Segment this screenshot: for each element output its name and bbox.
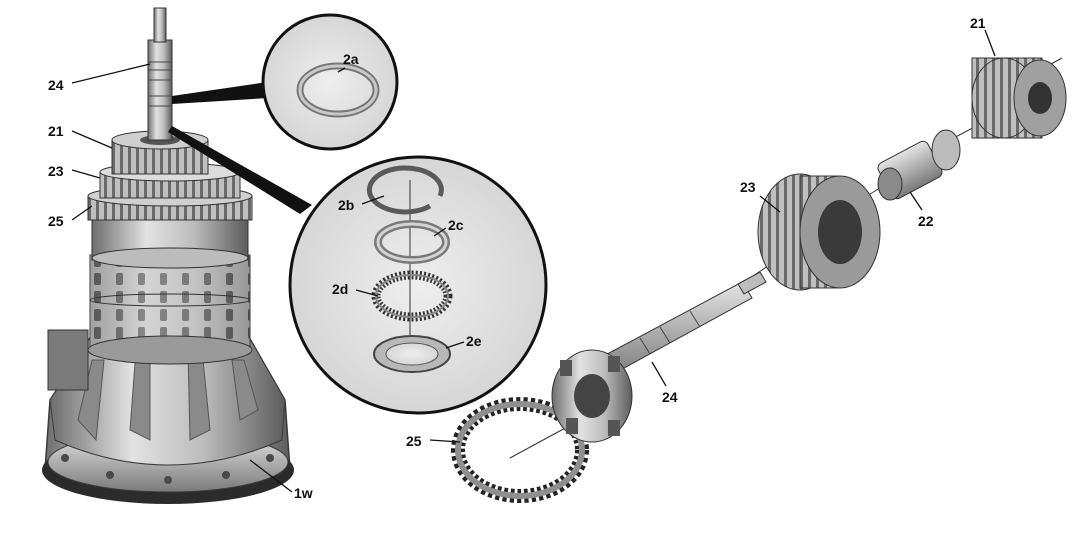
label-25-right: 25 (406, 433, 422, 449)
label-21-left: 21 (48, 123, 64, 139)
label-2a: 2a (343, 51, 359, 67)
callout-circle-2b-2e (288, 155, 548, 415)
valve-body (47, 329, 89, 391)
label-23-left: 23 (48, 163, 64, 179)
part-labels: 24 21 23 25 1w 2a 2b 2c 2d 2e 21 23 22 2… (48, 15, 986, 501)
label-1w: 1w (294, 485, 313, 501)
shaft-24-exploded (551, 271, 767, 443)
sun-gear-22 (877, 129, 961, 201)
shaft-24-assembled (147, 39, 173, 141)
leader-lines (71, 29, 996, 493)
label-2c: 2c (448, 217, 464, 233)
label-23-right: 23 (740, 179, 756, 195)
planetary-set-23 (757, 173, 881, 291)
housing-bolts (61, 454, 274, 484)
left-transmission-assembly (42, 7, 294, 504)
housing-ribs (77, 349, 259, 442)
label-2e: 2e (466, 333, 482, 349)
label-25-left: 25 (48, 213, 64, 229)
ring-gear-25 (451, 397, 589, 503)
snap-ring-2b (366, 165, 444, 215)
label-2b: 2b (338, 197, 354, 213)
label-24-right: 24 (662, 389, 678, 405)
callout-circle-2a (261, 13, 399, 151)
label-22: 22 (918, 213, 934, 229)
label-24-left: 24 (48, 77, 64, 93)
clutch-hub-21 (971, 57, 1067, 139)
callout-connectors (168, 82, 312, 214)
label-2d: 2d (332, 281, 348, 297)
label-21-right: 21 (970, 15, 986, 31)
